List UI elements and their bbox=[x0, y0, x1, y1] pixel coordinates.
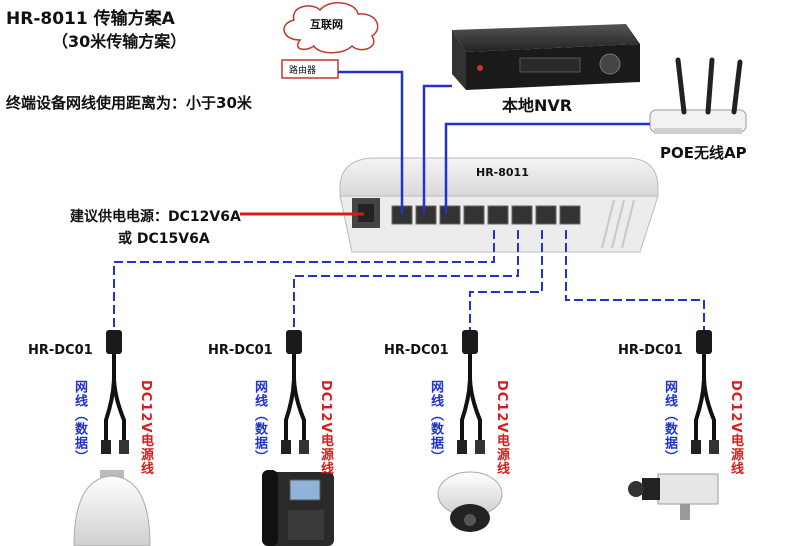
splitter-group bbox=[101, 330, 719, 454]
switch-port bbox=[415, 205, 437, 225]
switch-port bbox=[439, 205, 461, 225]
splitter-4-power-label: DC12V电源线 bbox=[728, 380, 743, 476]
mini-dome-camera-icon bbox=[437, 471, 503, 532]
splitter-2-power-label: DC12V电源线 bbox=[318, 380, 333, 476]
diagram-title: HR-8011 传输方案A bbox=[6, 9, 175, 29]
switch-ports bbox=[391, 205, 581, 225]
splitter-4-label: HR-DC01 bbox=[618, 343, 683, 358]
splitter-3-data-label: 网线（数据） bbox=[428, 380, 443, 464]
distance-note: 终端设备网线使用距离为：小于30米 bbox=[6, 94, 252, 112]
splitter-1-label: HR-DC01 bbox=[28, 343, 93, 358]
switch-label: HR-8011 bbox=[476, 166, 529, 179]
wireless-ap-icon bbox=[649, 57, 747, 134]
splitter-2-icon bbox=[281, 330, 309, 454]
ip-phone-icon bbox=[262, 470, 334, 546]
nvr-cable bbox=[422, 84, 452, 214]
switch-port bbox=[559, 205, 581, 225]
splitter-4-data-label: 网线（数据） bbox=[662, 380, 677, 464]
router-box bbox=[281, 59, 339, 79]
cable-to-splitter-4 bbox=[565, 230, 705, 330]
diagram-subtitle: （30米传输方案） bbox=[52, 32, 187, 51]
splitter-3-power-label: DC12V电源线 bbox=[494, 380, 509, 476]
ap-label: POE无线AP bbox=[660, 144, 747, 162]
splitter-3-label: HR-DC01 bbox=[384, 343, 449, 358]
router-cable bbox=[338, 70, 404, 214]
internet-cloud-icon bbox=[283, 2, 379, 54]
splitter-2-data-label: 网线（数据） bbox=[252, 380, 267, 464]
cable-to-splitter-2 bbox=[293, 230, 519, 330]
splitter-1-power-label: DC12V电源线 bbox=[138, 380, 153, 476]
box-camera-icon bbox=[628, 473, 719, 520]
splitter-1-icon bbox=[101, 330, 129, 454]
power-supply-label: 建议供电电源：DC12V6A bbox=[70, 209, 241, 225]
splitter-1-data-label: 网线（数据） bbox=[72, 380, 87, 464]
power-supply-alt-label: 或 DC15V6A bbox=[118, 231, 210, 247]
switch-port bbox=[535, 205, 557, 225]
switch-port bbox=[511, 205, 533, 225]
switch-port bbox=[487, 205, 509, 225]
splitter-4-icon bbox=[691, 330, 719, 454]
switch-port bbox=[463, 205, 485, 225]
router-label: 路由器 bbox=[289, 66, 317, 76]
ap-cable bbox=[444, 122, 650, 214]
nvr-label: 本地NVR bbox=[502, 96, 573, 115]
splitter-3-icon bbox=[457, 330, 485, 454]
cable-to-splitter-1 bbox=[113, 230, 495, 330]
splitter-2-label: HR-DC01 bbox=[208, 343, 273, 358]
cloud-label: 互联网 bbox=[310, 18, 343, 31]
cable-to-splitter-3 bbox=[469, 230, 543, 330]
uplink-cables bbox=[338, 70, 650, 214]
nvr-device-icon bbox=[452, 24, 640, 90]
downlink-cables bbox=[113, 230, 705, 330]
dome-camera-icon bbox=[73, 470, 151, 546]
